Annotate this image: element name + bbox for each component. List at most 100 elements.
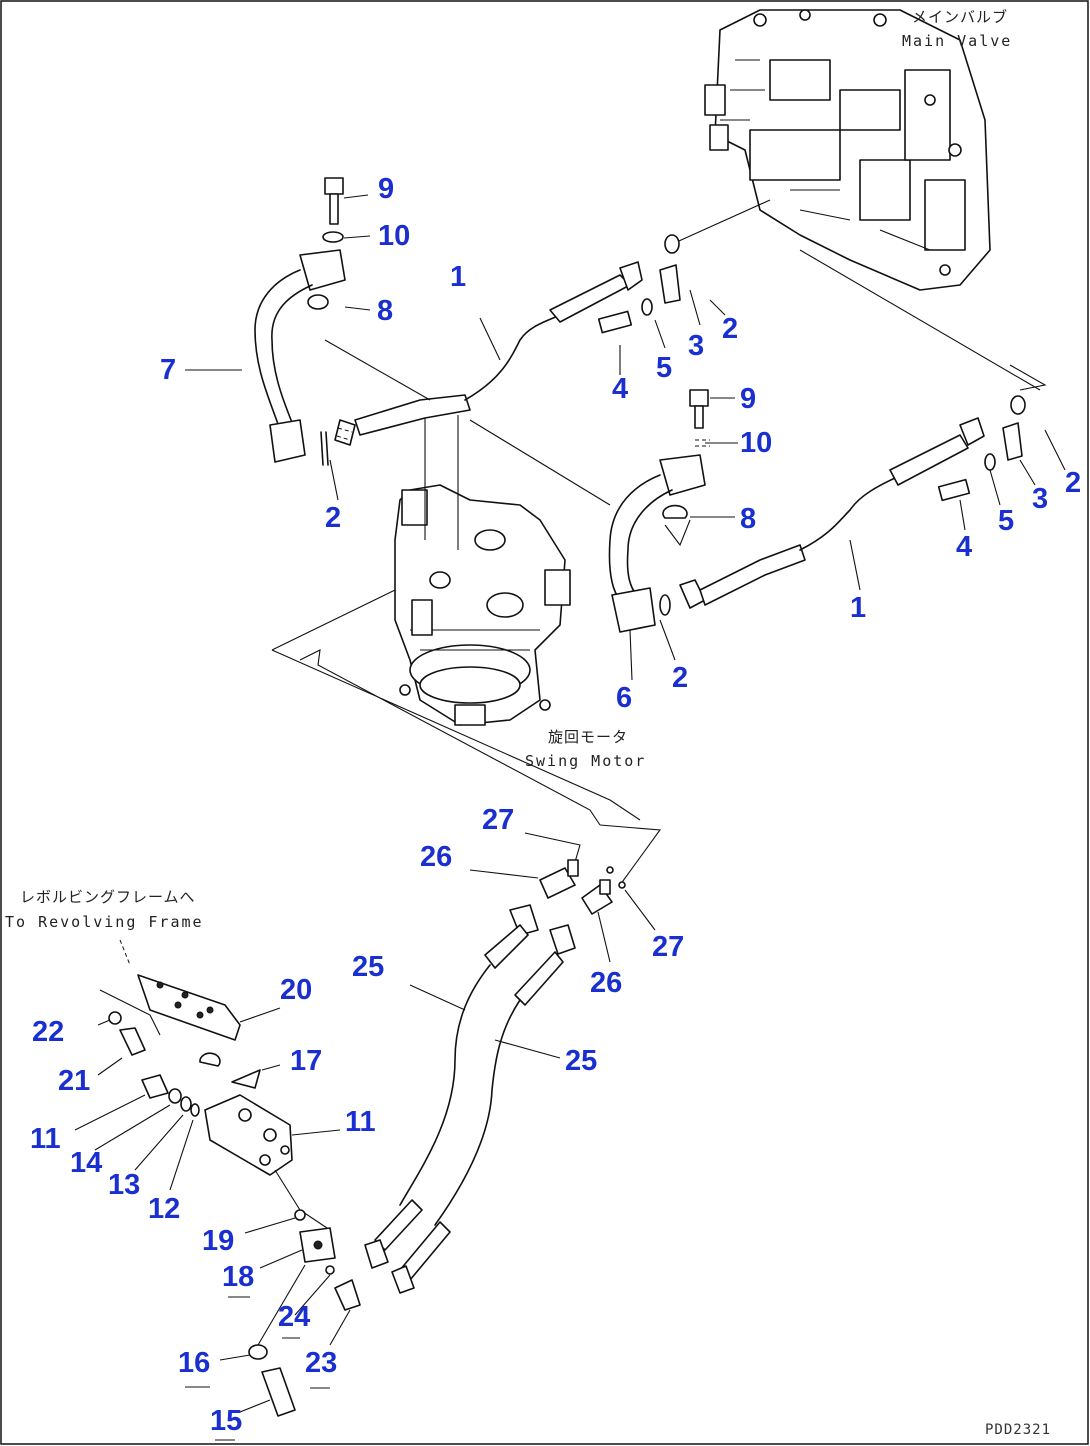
callout-14: 14 <box>70 1147 102 1179</box>
swing-motor <box>394 484 571 726</box>
leader-line <box>244 1217 296 1234</box>
leader-line <box>97 1019 123 1076</box>
oring-2-lower <box>659 594 671 616</box>
callout-11: 11 <box>30 1123 61 1155</box>
revolving-frame-label-jp: レボルビングフレームへ <box>20 888 196 906</box>
leader-line <box>409 984 466 1011</box>
hose-25-left <box>364 904 539 1269</box>
elbow-26-right <box>581 879 613 915</box>
callout-1: 1 <box>850 592 866 624</box>
elbow-23 <box>334 1279 361 1311</box>
main-valve-label-en: Main Valve <box>902 32 1012 50</box>
tick-marks <box>185 1296 330 1441</box>
swing-motor-label-en: Swing Motor <box>525 752 646 770</box>
callout-2: 2 <box>722 313 738 345</box>
tube-connector <box>119 939 131 966</box>
oring-27-b <box>618 881 626 889</box>
oring-2-left <box>320 431 329 466</box>
callout-17: 17 <box>290 1045 322 1077</box>
oring-2-right <box>1010 395 1026 415</box>
main-valve <box>704 9 991 291</box>
callout-25: 25 <box>352 951 384 983</box>
hose-1-lower <box>679 417 985 609</box>
leader-line <box>99 989 161 1036</box>
oring-27-a <box>606 866 614 874</box>
ring-12 <box>190 1103 200 1117</box>
callout-2: 2 <box>325 502 341 534</box>
ring-14 <box>168 1088 182 1104</box>
callout-27: 27 <box>652 931 684 963</box>
bolt-9-lower <box>689 389 709 429</box>
callout-2: 2 <box>1065 467 1081 499</box>
washer-16 <box>248 1344 268 1360</box>
washer-22 <box>108 1011 122 1025</box>
callout-5: 5 <box>998 505 1014 537</box>
leader-line <box>294 1274 351 1346</box>
leader-line <box>291 1129 341 1136</box>
tube-6 <box>608 454 706 633</box>
callout-4: 4 <box>956 531 972 563</box>
washer-5-upper <box>641 298 653 316</box>
leader-line <box>259 1249 303 1269</box>
callout-26: 26 <box>420 841 452 873</box>
washer-5-lower <box>984 453 996 471</box>
callout-2: 2 <box>672 662 688 694</box>
callout-8: 8 <box>377 295 393 327</box>
callout-6: 6 <box>616 682 632 714</box>
leader-line <box>599 824 662 886</box>
callout-10: 10 <box>740 427 772 459</box>
leader-line <box>261 1064 281 1071</box>
bolt-15 <box>261 1367 296 1417</box>
leader-line <box>524 832 581 863</box>
callout-1: 1 <box>450 261 466 293</box>
leader-line <box>597 911 611 963</box>
callout-3: 3 <box>1032 483 1048 515</box>
washer-10-lower <box>695 439 710 447</box>
oring-17-b <box>231 1069 261 1089</box>
callout-4: 4 <box>612 373 628 405</box>
callout-24: 24 <box>278 1301 310 1333</box>
elbow-11-small <box>141 1074 169 1099</box>
flange-18 <box>299 1227 336 1263</box>
oring-24 <box>325 1265 335 1275</box>
callout-21: 21 <box>58 1065 90 1097</box>
washer-10-upper <box>322 231 344 243</box>
callout-8: 8 <box>740 503 756 535</box>
callout-22: 22 <box>32 1016 64 1048</box>
leader-line <box>239 1007 281 1023</box>
bolt-21 <box>119 1027 146 1056</box>
oring-8-lower <box>662 504 688 519</box>
ring-13 <box>180 1096 192 1112</box>
leader-line <box>494 1039 561 1059</box>
callout-20: 20 <box>280 974 312 1006</box>
hose-25-right <box>391 924 576 1294</box>
callout-23: 23 <box>305 1347 337 1379</box>
callout-16: 16 <box>178 1347 210 1379</box>
leader-line <box>624 889 656 931</box>
oring-8-upper <box>307 294 329 310</box>
callout-12: 12 <box>148 1193 180 1225</box>
callout-11: 11 <box>345 1106 376 1138</box>
block-20 <box>137 974 241 1041</box>
callout-9: 9 <box>740 383 756 415</box>
callout-19: 19 <box>202 1225 234 1257</box>
oring-19 <box>294 1209 306 1221</box>
callout-15: 15 <box>210 1405 242 1437</box>
callout-18: 18 <box>222 1261 254 1293</box>
bolt-4-lower <box>937 478 971 502</box>
callout-9: 9 <box>378 173 394 205</box>
leader-line <box>424 405 459 550</box>
hose-1-upper <box>334 261 643 446</box>
revolving-frame-label-en: To Revolving Frame <box>5 913 204 931</box>
callout-25: 25 <box>565 1045 597 1077</box>
callout-5: 5 <box>656 352 672 384</box>
leader-line <box>799 249 1041 391</box>
leader-line <box>469 869 539 879</box>
elbow-26-left <box>539 859 579 899</box>
callout-7: 7 <box>160 354 176 386</box>
leader-lines-upper <box>185 194 1066 826</box>
oring-2-upper <box>664 234 680 254</box>
callout-10: 10 <box>378 220 410 252</box>
